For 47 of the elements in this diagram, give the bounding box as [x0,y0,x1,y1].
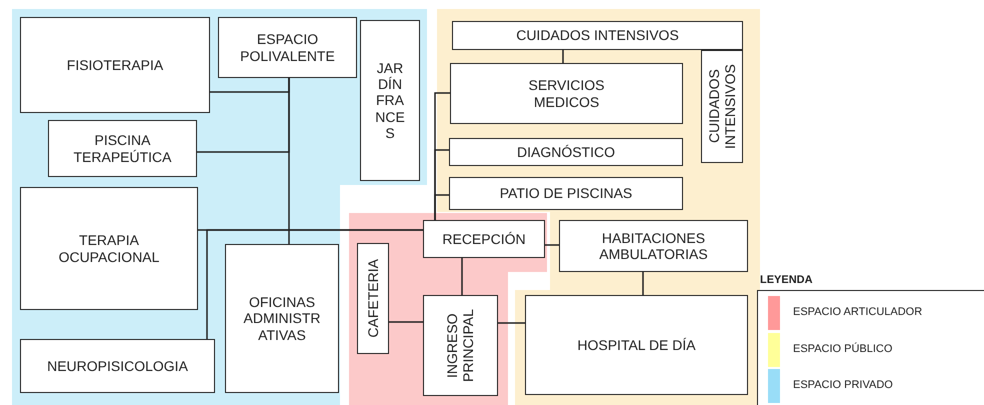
connector-line [562,50,564,63]
room-name: OFICINAS ADMINISTR ATIVAS [242,294,322,343]
legend-text: ESPACIO PÚBLICO [793,342,892,354]
room-name: PATIO DE PISCINAS [500,185,632,202]
room-box [449,177,683,210]
room-box [218,17,357,78]
room-box [225,244,339,393]
legend-text: ESPACIO PRIVADO [793,379,893,391]
room-box [701,50,743,163]
connector-line [434,194,449,220]
legend-text: ESPACIO ARTICULADOR [793,306,922,318]
room-name: PISCINA TERAPEÚTICA [72,132,172,165]
room-name: DIAGNÓSTICO [516,144,615,160]
room-box [20,187,198,310]
room-name: FISIOTERAPIA [66,56,164,74]
room-name: HABITACIONES AMBULATORIAS [598,230,709,262]
room-box [450,63,683,124]
room-box [423,220,545,258]
connector-line [498,322,525,324]
room-name: CUIDADOS INTENSIVOS [516,27,679,44]
connector-line [642,272,644,295]
room-box [449,138,683,166]
room-name: TERAPIA OCUPACIONAL [58,232,160,265]
room-name: CUIDADOS INTENSIVOS [706,63,738,151]
room-name: SERVICIOS MEDICOS [528,77,606,110]
room-name: HOSPITAL DE DÍA [577,336,696,354]
room-name: CAFETERIA [364,259,382,338]
room-box [423,295,498,396]
room-box [20,339,215,393]
connector-line [545,244,559,246]
connector-line [389,321,423,323]
room-box [559,220,748,272]
connector-line [288,78,290,244]
room-name: NEUROPISICOLOGIA [47,358,188,374]
room-box [20,17,210,113]
room-box [357,243,389,354]
legend-title: LEYENDA [760,274,813,286]
room-name: JAR DÍN FRA NCE S [374,60,406,141]
connector-line [461,258,463,295]
room-box [525,295,748,395]
room-name: ESPACIO POLIVALENTE [239,31,336,64]
room-name: RECEPCIÓN [442,230,526,248]
room-box [452,21,743,50]
room-name: INGRESO PRINCIPAL [444,308,477,384]
room-box [360,20,420,181]
connector-line [206,229,423,339]
room-box [48,120,197,177]
